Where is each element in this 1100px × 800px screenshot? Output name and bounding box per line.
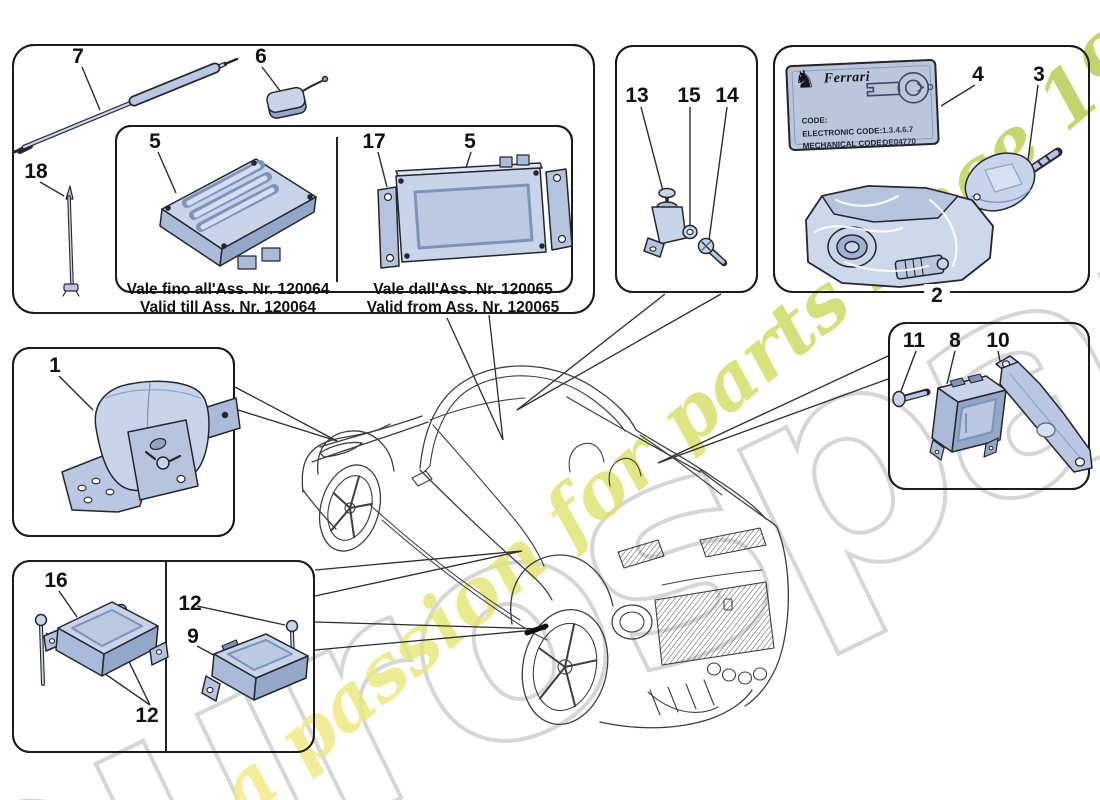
part-8-module — [929, 373, 1007, 461]
part-15-washer — [682, 224, 698, 240]
part-label-13: 13 — [625, 84, 649, 107]
part-label-3: 3 — [1033, 63, 1045, 86]
validity-early-line2: Valid till Ass. Nr. 120064 — [139, 299, 317, 316]
rear-wheel — [521, 608, 609, 726]
part-label-2: 2 — [924, 284, 950, 308]
part-label-1: 1 — [49, 354, 61, 377]
validity-late-line2: Valid from Ass. Nr. 120065 — [366, 299, 560, 316]
car-line-drawing — [301, 365, 789, 729]
ecu-versions-divider — [336, 137, 338, 282]
part-18-rod-antenna — [62, 185, 80, 297]
part-13-switch — [643, 187, 687, 258]
front-wheel — [318, 464, 382, 552]
card-mechanical-value: DE04770 — [882, 136, 917, 148]
card-code-label: CODE: — [801, 115, 828, 126]
key-code-card: ♞ Ferrari CODE: ELECTRONIC CODE: 1.3.4.6… — [785, 58, 940, 152]
part-label-6: 6 — [255, 45, 267, 68]
part-6-antenna — [266, 75, 329, 119]
part-1-siren — [61, 380, 241, 513]
part-label-8: 8 — [949, 329, 961, 352]
part-label-9: 9 — [187, 625, 199, 648]
validity-note-late: Vale dall'Ass. Nr. 120065 Valid from Ass… — [367, 281, 559, 317]
validity-early-line1: Vale fino all'Ass. Nr. 120064 — [126, 281, 330, 298]
validity-late-line1: Vale dall'Ass. Nr. 120065 — [373, 281, 553, 298]
part-2-lock-kit-bag — [805, 185, 994, 288]
part-11-screw — [892, 388, 931, 408]
part-label-5a: 5 — [149, 130, 161, 153]
part-label-15: 15 — [677, 84, 701, 107]
part-5-ecu-late — [377, 154, 573, 269]
part-label-10: 10 — [986, 329, 1010, 352]
part-9-module — [201, 619, 309, 702]
part-5-ecu-early — [159, 158, 317, 270]
part-3-key — [964, 147, 1063, 212]
rear-badge — [723, 598, 733, 611]
car-leader-lines — [234, 293, 889, 651]
prancing-horse-icon: ♞ — [793, 66, 816, 94]
key-outline-icon — [866, 71, 934, 104]
part-label-18: 18 — [24, 160, 48, 183]
part-label-12b: 12 — [178, 592, 202, 615]
part-10-bracket — [995, 355, 1093, 473]
card-electronic-value: 1.3.4.6.7 — [881, 124, 914, 136]
part-7-antenna-cable — [12, 57, 239, 154]
part-16-module — [34, 601, 169, 686]
validity-note-early: Vale fino all'Ass. Nr. 120064 Valid till… — [127, 281, 330, 317]
part-label-5b: 5 — [464, 130, 476, 153]
part-label-14: 14 — [715, 84, 739, 107]
part-label-4: 4 — [972, 63, 984, 86]
part-label-17: 17 — [362, 130, 386, 153]
part-14-screw — [697, 237, 728, 267]
part-label-12a: 12 — [135, 704, 159, 727]
part-label-7: 7 — [72, 45, 84, 68]
taillight — [611, 604, 653, 640]
sill-antenna-mark — [524, 623, 549, 636]
part-label-16: 16 — [44, 569, 68, 592]
part-label-11: 11 — [902, 329, 926, 352]
exhaust-tips — [706, 662, 768, 685]
